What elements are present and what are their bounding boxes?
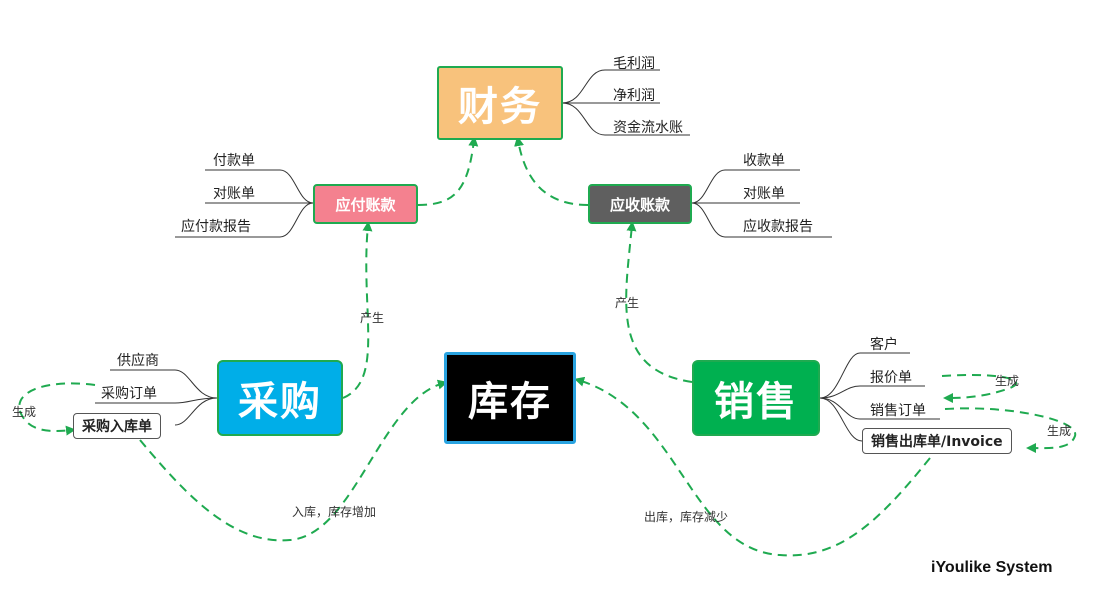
receivable-item-receipt: 收款单 bbox=[743, 153, 785, 169]
sales-item-quote: 报价单 bbox=[870, 370, 912, 386]
receivable-node[interactable]: 应收账款 bbox=[588, 184, 692, 224]
inventory-node[interactable]: 库存 bbox=[444, 352, 576, 444]
finance-branches bbox=[561, 69, 690, 136]
edge-label-stock-in: 入库，库存增加 bbox=[292, 505, 377, 519]
purchase-node[interactable]: 采购 bbox=[217, 360, 343, 436]
sales-branches bbox=[819, 352, 940, 442]
edge-label-purchase-payable: 产生 bbox=[360, 311, 385, 325]
finance-label: 财务 bbox=[458, 84, 542, 130]
payable-item-report: 应付款报告 bbox=[181, 219, 251, 235]
brand-label: iYoulike System bbox=[931, 559, 1053, 576]
inventory-label: 库存 bbox=[468, 379, 552, 425]
edge-label-sales-receivable: 产生 bbox=[615, 296, 640, 310]
receivable-item-report: 应收款报告 bbox=[743, 219, 813, 235]
edge-label-sales-generate-1: 生成 bbox=[995, 374, 1020, 388]
flow-edges bbox=[18, 136, 1077, 557]
sales-label: 销售 bbox=[714, 379, 798, 425]
edge-label-sales-generate-2: 生成 bbox=[1047, 424, 1072, 438]
purchase-label: 采购 bbox=[238, 379, 322, 425]
sales-item-delivery-invoice: 销售出库单/Invoice bbox=[862, 428, 1012, 454]
payable-item-payment: 付款单 bbox=[213, 153, 255, 169]
receivable-branches bbox=[691, 169, 832, 238]
edge-label-stock-out: 出库，库存减少 bbox=[644, 510, 729, 524]
finance-item-cash-flow: 资金流水账 bbox=[613, 120, 683, 136]
finance-node[interactable]: 财务 bbox=[437, 66, 563, 140]
receivable-label: 应收账款 bbox=[609, 195, 670, 214]
receivable-item-statement: 对账单 bbox=[743, 186, 785, 202]
purchase-item-order: 采购订单 bbox=[101, 386, 157, 402]
sales-item-customer: 客户 bbox=[870, 337, 898, 353]
purchase-item-supplier: 供应商 bbox=[117, 353, 159, 369]
payable-node[interactable]: 应付账款 bbox=[313, 184, 418, 224]
payable-label: 应付账款 bbox=[335, 195, 396, 214]
finance-item-gross-profit: 毛利润 bbox=[613, 56, 655, 72]
purchase-branches bbox=[95, 369, 218, 426]
edge-label-purchase-generate: 生成 bbox=[12, 405, 37, 419]
sales-item-order: 销售订单 bbox=[870, 403, 926, 419]
payable-item-statement: 对账单 bbox=[213, 186, 255, 202]
payable-branches bbox=[175, 169, 314, 238]
sales-node[interactable]: 销售 bbox=[692, 360, 820, 436]
purchase-item-receipt: 采购入库单 bbox=[73, 413, 161, 439]
finance-item-net-profit: 净利润 bbox=[613, 88, 655, 104]
